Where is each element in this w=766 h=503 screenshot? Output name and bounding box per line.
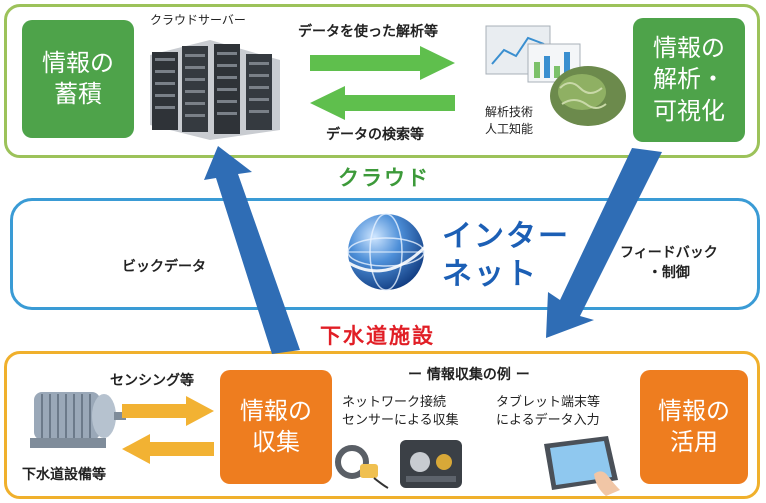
search-arrow-label: データの検索等 [326,127,424,143]
internet-panel [10,198,760,310]
internet-title: インター ネット [442,219,570,292]
analysis-arrow [310,46,455,80]
search-arrow [310,86,455,120]
globe-icon [343,213,430,291]
sensing-arrow [122,396,214,426]
pump-equipment-icon [30,392,126,448]
cloud-title: クラウド [338,166,430,190]
network-sensor-label: ネットワーク接続 センサーによる収集 [342,395,459,428]
sewer-facility-panel [4,351,760,499]
feedback-label: フィードバック ・制御 [620,245,718,281]
storage-box: 情報の 蓄積 [22,20,134,138]
sewer-facility-title: 下水道施設 [320,324,435,348]
cloud-panel [4,4,760,158]
cloud-server-label: クラウドサーバー [150,13,246,27]
bigdata-up-arrow [204,146,300,354]
server-rack-icon [150,40,280,140]
return-arrow [122,434,214,464]
equipment-label: 下水道設備等 [22,467,106,483]
bigdata-label: ビックデータ [122,259,206,275]
ai-analytics-icon [485,25,626,126]
collect-box: 情報の 収集 [220,370,332,484]
feedback-down-arrow [546,148,662,338]
tablet-icon [544,436,620,496]
network-sensor-icon [400,440,462,488]
visualize-box: 情報の 解析・ 可視化 [633,18,745,142]
collection-example-header: ー 情報収集の例 ー [408,367,530,383]
sensing-label: センシング等 [110,373,194,389]
clamp-sensor-icon [335,445,389,489]
analysis-arrow-label: データを使った解析等 [298,24,438,40]
utilize-box: 情報の 活用 [640,370,748,484]
tablet-input-label: タブレット端末等 によるデータ入力 [496,395,601,428]
ai-label: 解析技術 人工知能 [485,105,534,137]
